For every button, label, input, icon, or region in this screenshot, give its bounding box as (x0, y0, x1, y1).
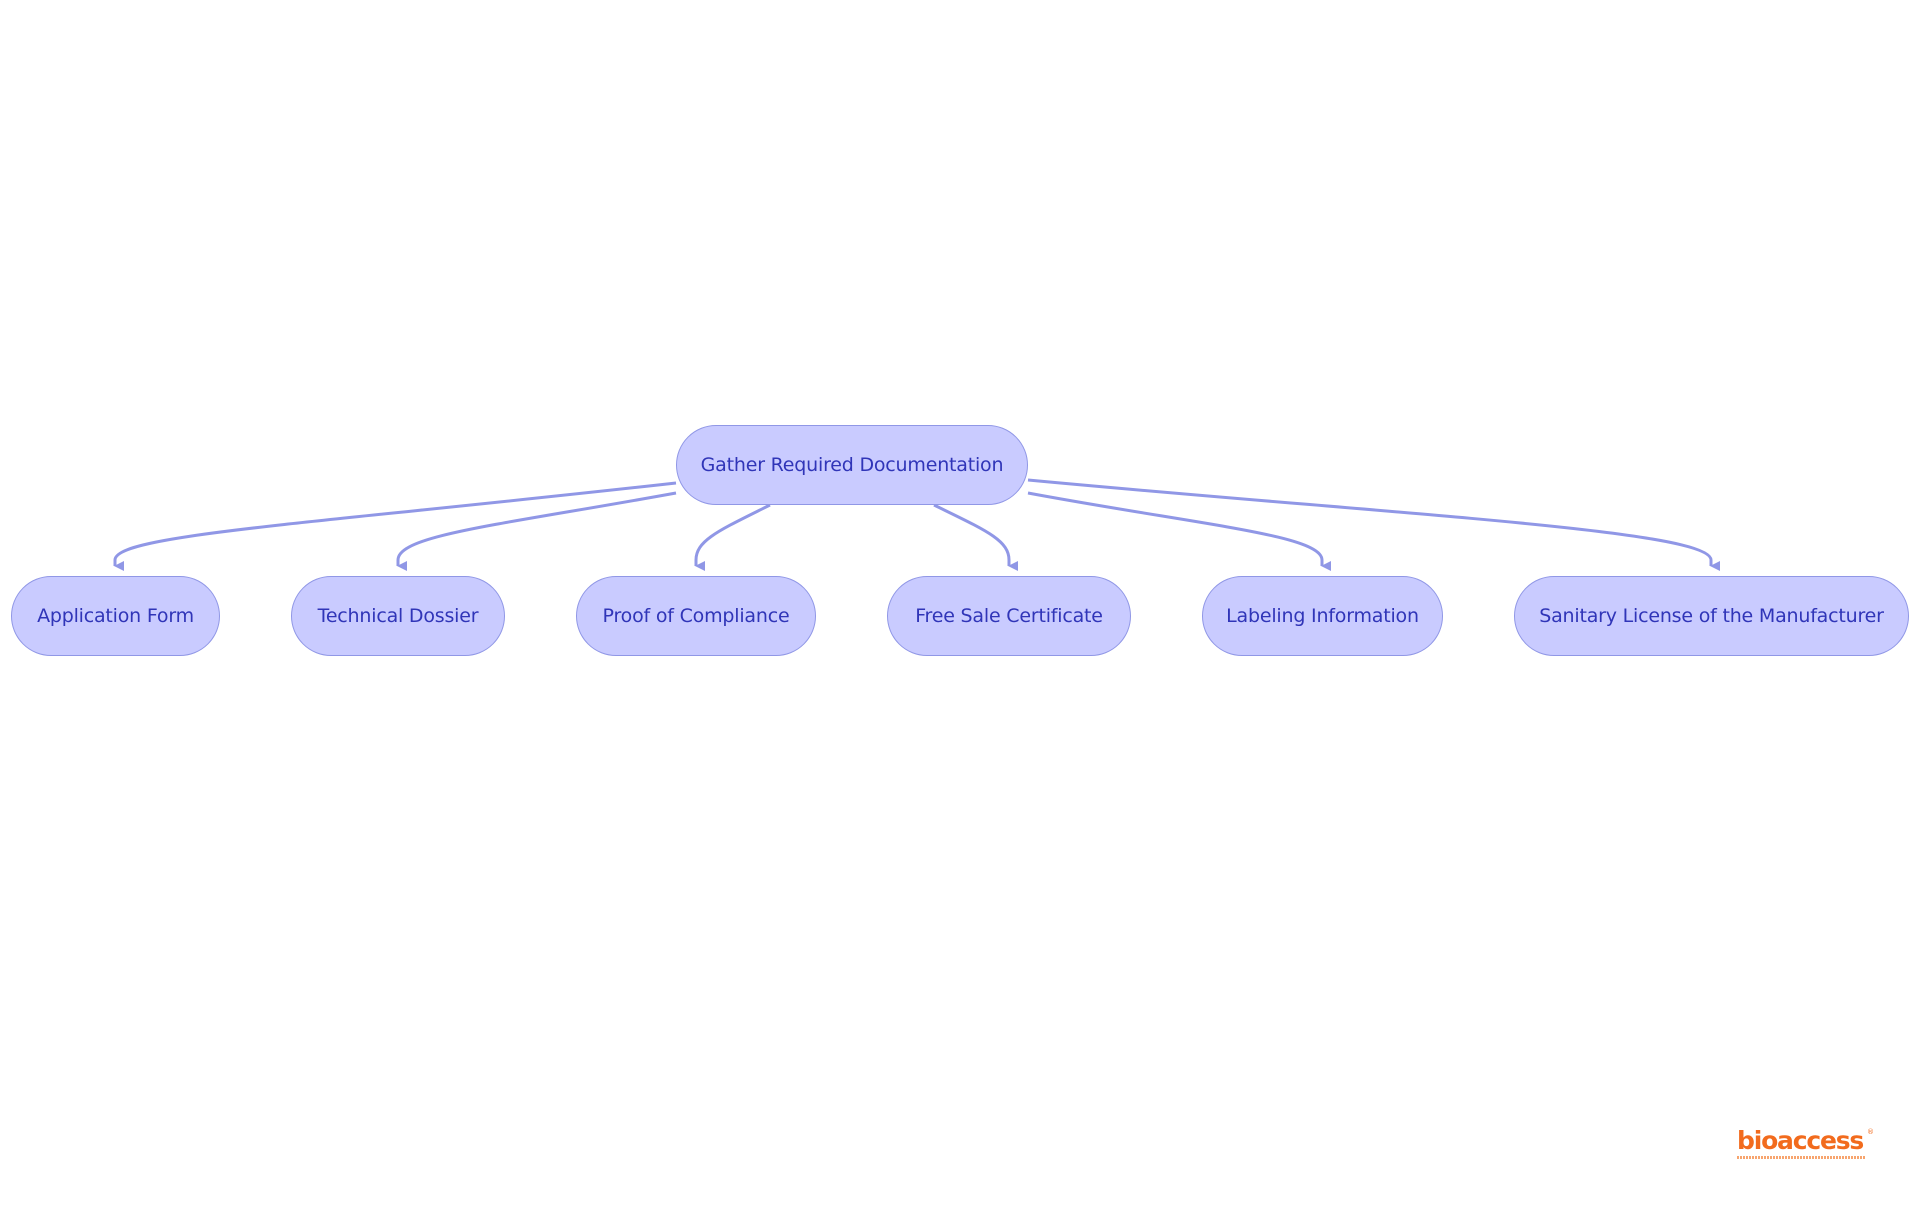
node-labeling-information: Labeling Information (1202, 576, 1443, 656)
edge-root-to-sanitary-license (1027, 478, 1720, 571)
edge-root-to-free-sale-certificate (933, 503, 1018, 571)
node-sanitary-license-of-the-manufacturer: Sanitary License of the Manufacturer (1514, 576, 1909, 656)
logo-tagline-graphic (1737, 1156, 1865, 1159)
edge-root-to-labeling-information (1027, 491, 1331, 571)
node-gather-required-documentation: Gather Required Documentation (676, 425, 1028, 505)
node-technical-dossier: Technical Dossier (291, 576, 505, 656)
node-label: Technical Dossier (317, 605, 479, 627)
node-label: Labeling Information (1226, 605, 1419, 627)
node-free-sale-certificate: Free Sale Certificate (887, 576, 1131, 656)
edge-root-to-technical-dossier (396, 491, 677, 571)
edge-root-to-proof-of-compliance (694, 503, 771, 571)
node-proof-of-compliance: Proof of Compliance (576, 576, 816, 656)
node-label: Sanitary License of the Manufacturer (1539, 605, 1884, 627)
edge-root-to-application-form (113, 481, 677, 571)
logo-wordmark: bioaccess (1737, 1126, 1864, 1155)
bioaccess-logo: bioaccess ® (1737, 1128, 1877, 1164)
node-label: Application Form (37, 605, 194, 627)
node-label: Gather Required Documentation (700, 454, 1004, 476)
node-application-form: Application Form (11, 576, 220, 656)
registered-mark: ® (1867, 1128, 1874, 1136)
node-label: Proof of Compliance (602, 605, 790, 627)
node-label: Free Sale Certificate (915, 605, 1103, 627)
